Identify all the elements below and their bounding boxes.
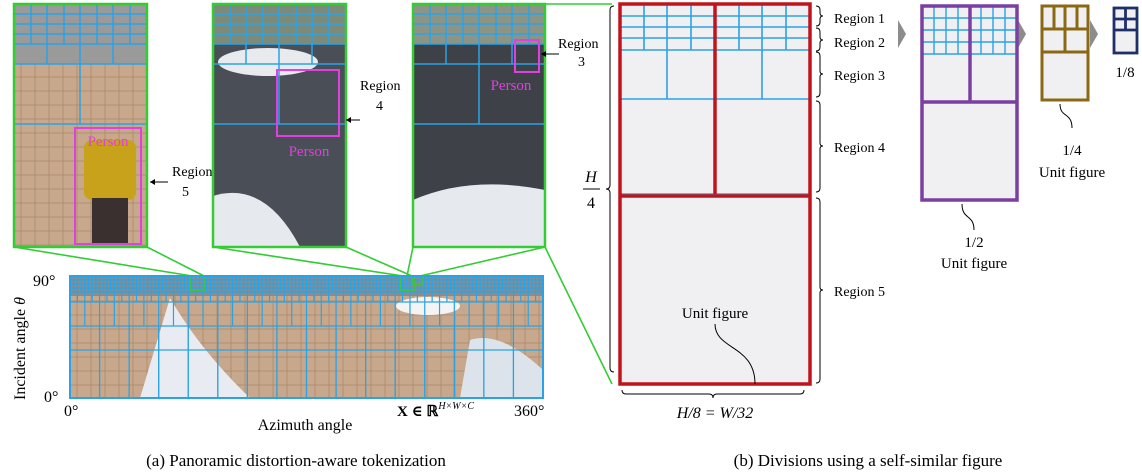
caption-a: (a) Panoramic distortion-aware tokenizat… [146, 451, 446, 470]
arrow-to-half [898, 20, 906, 48]
person-label: Person [491, 78, 532, 94]
width-formula: H/8 = W/32 [676, 405, 754, 422]
quarter-fraction: 1/4 [1062, 143, 1082, 159]
person-label: Person [88, 134, 129, 150]
region-braces [815, 5, 824, 384]
region-5-number: 5 [182, 185, 189, 200]
panel-a: Person Region 5 Person [12, 2, 613, 470]
half-unit-figure [920, 4, 1019, 202]
region-2-label: Region 2 [834, 36, 885, 51]
y-tick-90: 90° [33, 273, 55, 290]
y-tick-0: 0° [44, 389, 58, 406]
region-3-label: Region 3 [834, 69, 885, 84]
eighth-unit-figure [1112, 6, 1139, 55]
x-tick-360: 360° [514, 403, 544, 420]
region-5-label: Region [172, 165, 212, 180]
panorama-image [69, 275, 544, 399]
region-3-number: 3 [578, 55, 585, 70]
region-4-label: Region 4 [834, 141, 885, 156]
quarter-label: Unit figure [1039, 165, 1106, 181]
zoom-panel-region-4: Person [211, 2, 348, 249]
height-denominator: 4 [587, 195, 595, 212]
region-3-label: Region [558, 37, 598, 52]
y-axis-label: Incident angle θ [12, 297, 29, 400]
zoom-panel-region-3: Person [411, 2, 547, 249]
eighth-fraction: 1/8 [1115, 65, 1134, 81]
arrow-to-eighth [1090, 20, 1098, 48]
width-brace [621, 389, 805, 399]
person-label: Person [289, 144, 330, 160]
unit-figure-label: Unit figure [682, 306, 749, 322]
x-axis-label: Azimuth angle [258, 417, 353, 434]
panel-b: Unit figure Region 1 Region 2 Region 3 R… [583, 2, 1139, 470]
region-4-number: 4 [376, 99, 383, 114]
zoom-connector-lines [13, 3, 613, 385]
region-4-label: Region [360, 79, 400, 94]
height-brace [605, 5, 615, 373]
zoom-panel-region-5: Person [12, 2, 149, 249]
x-tick-0: 0° [64, 403, 78, 420]
tensor-notation: X ∈ ℝH×W×C [397, 401, 474, 420]
quarter-unit-figure [1040, 4, 1090, 102]
region-5-label: Region 5 [834, 285, 885, 300]
half-label: Unit figure [941, 256, 1008, 272]
region-1-label: Region 1 [834, 12, 885, 27]
half-fraction: 1/2 [964, 235, 983, 251]
unit-figure: Unit figure [618, 2, 812, 386]
height-numerator: H [584, 169, 598, 186]
caption-b: (b) Divisions using a self-similar figur… [734, 451, 1003, 470]
arrow-to-quarter [1018, 20, 1026, 48]
